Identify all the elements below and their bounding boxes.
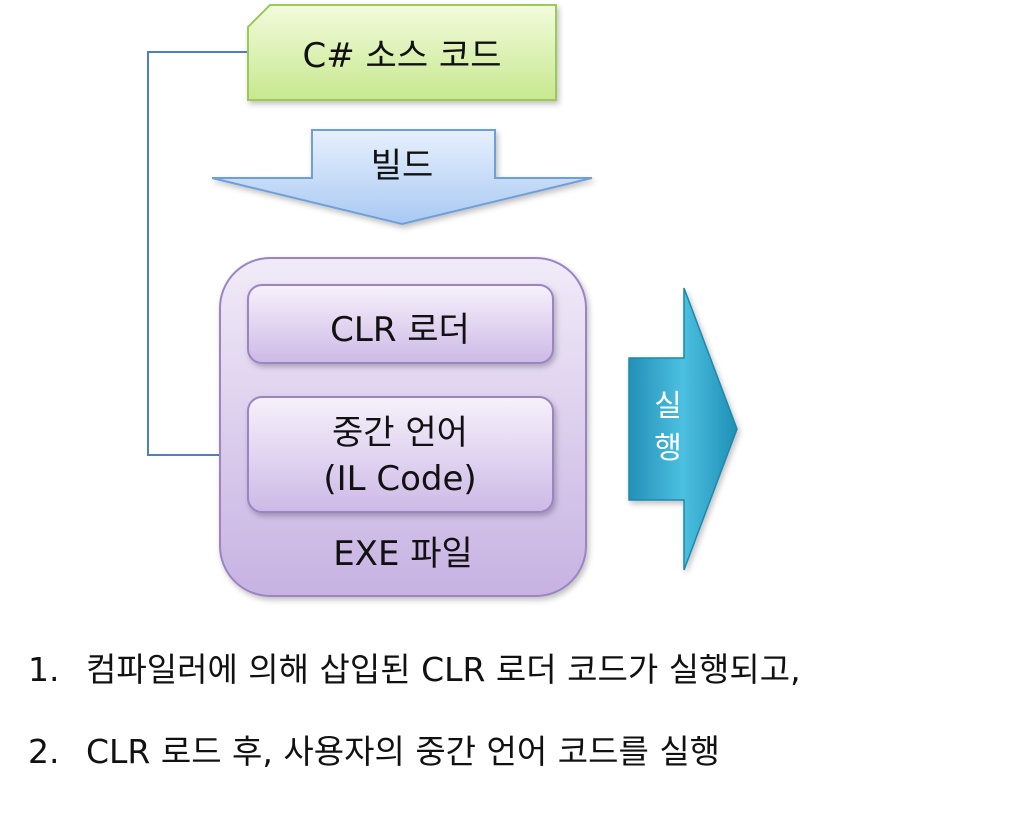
step-number: 2. (28, 732, 60, 771)
step-text: CLR 로드 후, 사용자의 중간 언어 코드를 실행 (86, 732, 721, 771)
il-code-label-line2: (IL Code) (323, 459, 476, 499)
il-code-label-line1: 중간 언어 (332, 413, 468, 453)
clr-loader-label: CLR 로더 (330, 310, 470, 350)
run-arrow-label-line1: 실 (654, 389, 682, 424)
source-code-label: C# 소스 코드 (303, 36, 502, 76)
build-arrow-label: 빌드 (371, 146, 434, 186)
steps-list: 1. 컴파일러에 의해 삽입된 CLR 로더 코드가 실행되고, 2. CLR 로드… (28, 650, 801, 814)
step-item: 2. CLR 로드 후, 사용자의 중간 언어 코드를 실행 (28, 732, 801, 772)
step-text: 컴파일러에 의해 삽입된 CLR 로더 코드가 실행되고, (86, 650, 801, 689)
source-code-box (247, 4, 557, 101)
step-item: 1. 컴파일러에 의해 삽입된 CLR 로더 코드가 실행되고, (28, 650, 801, 690)
run-arrow (628, 287, 738, 571)
il-code-box (247, 396, 554, 513)
exe-file-label: EXE 파일 (333, 534, 473, 574)
flow-diagram: C# 소스 코드 빌드 CLR 로더 중간 언어 (IL Code) EXE 파… (147, 4, 738, 597)
step-number: 1. (28, 650, 60, 689)
build-arrow (211, 129, 593, 226)
run-arrow-label-line2: 행 (654, 431, 682, 466)
clr-loader-box (247, 284, 554, 364)
source-to-il-connector (147, 51, 248, 464)
